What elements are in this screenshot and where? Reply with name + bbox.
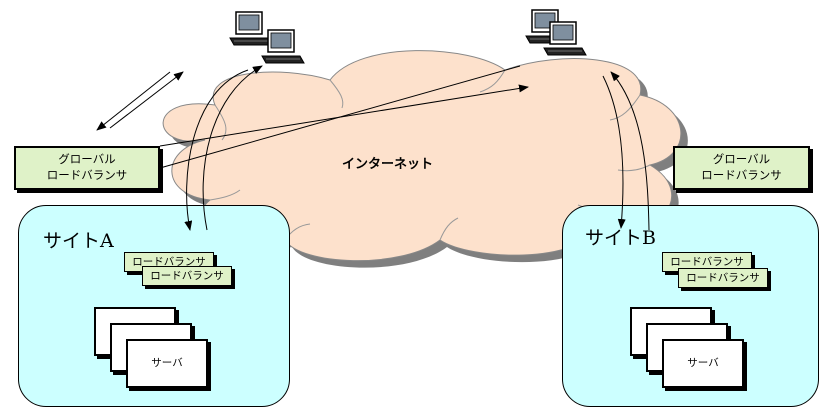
arrow-pc-left-to-site-a (184, 69, 249, 231)
global-lb-label: グローバル ロードバランサ (701, 152, 782, 182)
computer-icon (229, 11, 273, 46)
site-a-title: サイトA (43, 230, 114, 252)
load-balancer: ロードバランサ (662, 252, 752, 272)
server-label: サーバ (151, 357, 183, 369)
arrow-site-a-to-pc-left (202, 65, 263, 231)
server-box: サーバ (126, 339, 208, 388)
server-box: サーバ (662, 339, 744, 388)
global-load-balancer-right: グローバル ロードバランサ (673, 146, 810, 190)
arrow-pc-right-to-site-b (602, 75, 626, 229)
arrow-pc-to-glb-left (96, 71, 171, 131)
site-b-title: サイトB (585, 227, 656, 249)
computer-icon (543, 21, 587, 56)
server-label: サーバ (687, 357, 719, 369)
arrow-glb-left-to-pc (109, 71, 184, 129)
arrow-glb-left-to-pc-right-lower (159, 65, 521, 169)
arrow-site-b-to-pc-right (610, 71, 650, 231)
load-balancer: ロードバランサ (678, 268, 768, 288)
global-load-balancer-left: グローバル ロードバランサ (14, 146, 160, 190)
computer-icon (261, 29, 305, 64)
arrow-glb-left-to-pc-right (159, 84, 529, 147)
load-balancer: ロードバランサ (142, 266, 232, 286)
global-lb-label: グローバル ロードバランサ (46, 152, 128, 182)
internet-label: インターネット (342, 157, 434, 172)
